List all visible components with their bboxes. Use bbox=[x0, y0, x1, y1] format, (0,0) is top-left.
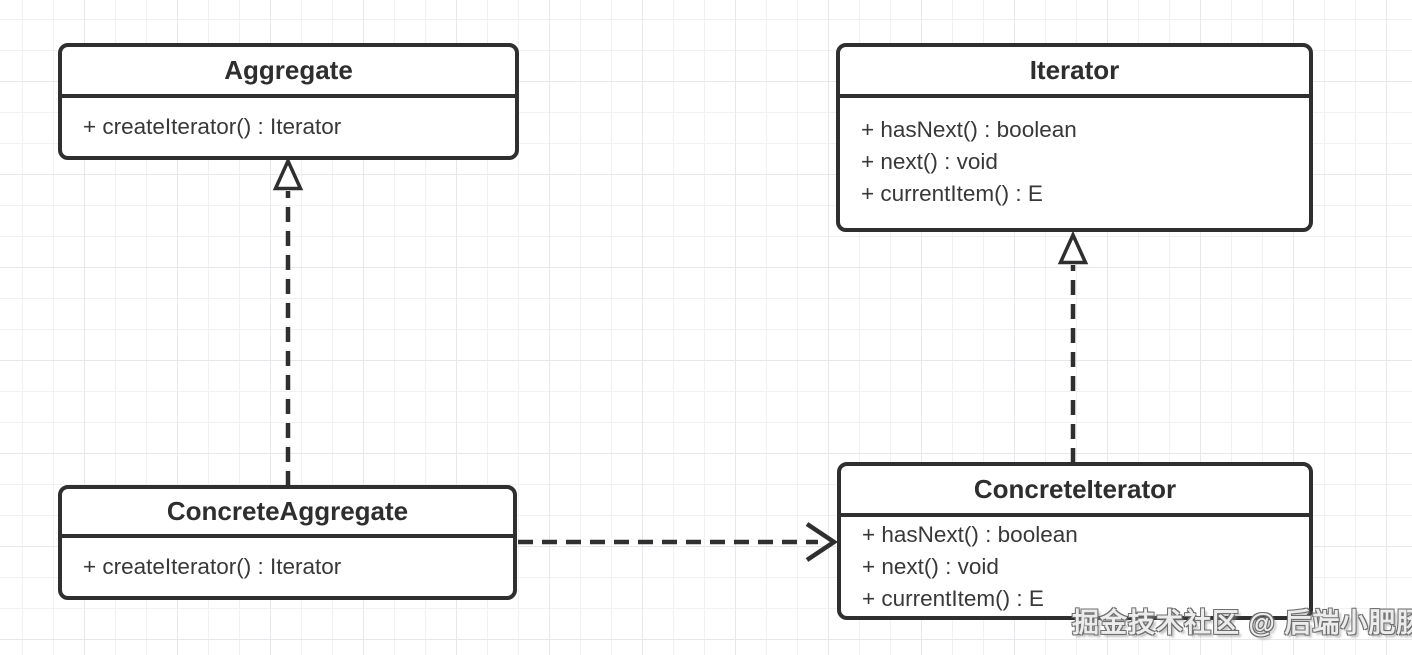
member-method: + next() : void bbox=[861, 149, 998, 174]
class-box-iterator: Iterator + hasNext() : boolean + next() … bbox=[836, 43, 1313, 232]
member-method: + next() : void bbox=[862, 554, 999, 579]
member-list-concreteaggregate: + createIterator() : Iterator bbox=[62, 538, 513, 583]
member-method: + createIterator() : Iterator bbox=[83, 554, 342, 579]
class-name-concreteiterator: ConcreteIterator bbox=[841, 466, 1309, 517]
realization-arrow-concreteaggregate-to-aggregate bbox=[272, 156, 304, 486]
class-box-concreteiterator: ConcreteIterator + hasNext() : boolean +… bbox=[837, 462, 1313, 620]
watermark-text: 掘金技术社区 @ 后端小肥肠 bbox=[1072, 608, 1412, 638]
class-name-concreteaggregate: ConcreteAggregate bbox=[62, 489, 513, 538]
class-name-iterator: Iterator bbox=[840, 47, 1309, 98]
class-box-aggregate: Aggregate + createIterator() : Iterator bbox=[58, 43, 519, 160]
member-method: + createIterator() : Iterator bbox=[83, 114, 342, 139]
realization-arrow-concreteiterator-to-iterator bbox=[1057, 230, 1089, 463]
member-list-concreteiterator: + hasNext() : boolean + next() : void + … bbox=[841, 517, 1309, 615]
member-list-aggregate: + createIterator() : Iterator bbox=[62, 98, 515, 143]
member-method: + hasNext() : boolean bbox=[862, 522, 1078, 547]
class-name-aggregate: Aggregate bbox=[62, 47, 515, 98]
dependency-arrow-concreteaggregate-to-concreteiterator bbox=[518, 522, 839, 562]
member-method: + currentItem() : E bbox=[861, 181, 1043, 206]
member-list-iterator: + hasNext() : boolean + next() : void + … bbox=[840, 98, 1309, 210]
member-method: + currentItem() : E bbox=[862, 586, 1044, 611]
member-method: + hasNext() : boolean bbox=[861, 117, 1077, 142]
class-box-concreteaggregate: ConcreteAggregate + createIterator() : I… bbox=[58, 485, 517, 600]
